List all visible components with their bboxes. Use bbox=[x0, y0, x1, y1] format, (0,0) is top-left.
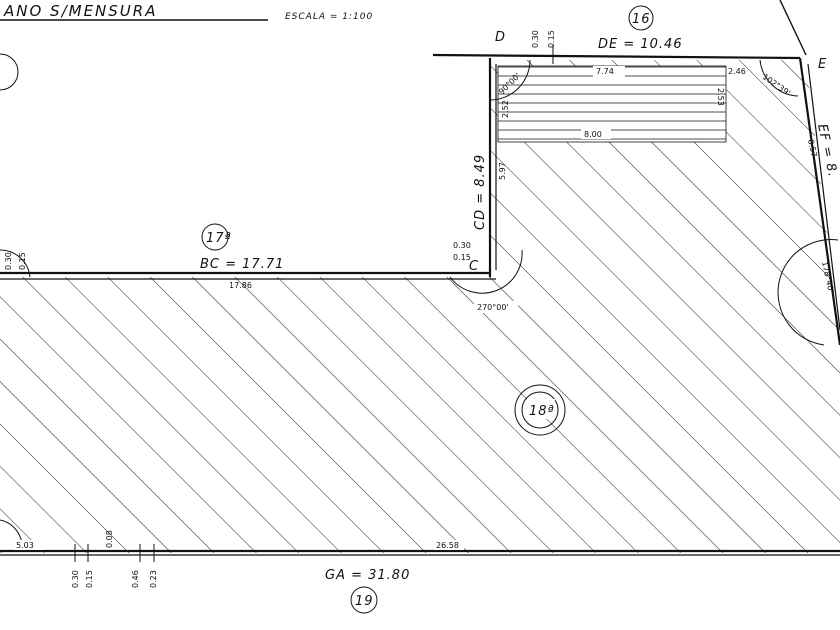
lot-18-inner-circle bbox=[521, 391, 559, 429]
vertex-e: E bbox=[818, 57, 827, 72]
lot-19-circle bbox=[350, 586, 378, 614]
lot-18-outer-circle bbox=[514, 384, 566, 436]
svg-text:8.00: 8.00 bbox=[584, 130, 602, 139]
dimension-labels: 0.30 0.15 7.74 2.46 8.00 2.52 2.53 5.97 … bbox=[4, 30, 819, 588]
plan-title: ANO S/MENSURA bbox=[3, 2, 157, 20]
svg-text:0.30: 0.30 bbox=[531, 30, 540, 48]
svg-text:8.57: 8.57 bbox=[806, 139, 819, 158]
segment-bc: BC = 17.71 bbox=[200, 257, 284, 272]
svg-text:0.30: 0.30 bbox=[453, 241, 471, 250]
svg-text:5.03: 5.03 bbox=[16, 541, 34, 550]
vertex-c: C bbox=[469, 259, 479, 274]
scale-label: ESCALA = 1:100 bbox=[285, 12, 373, 22]
tick-marks bbox=[74, 45, 554, 562]
vertex-d: D bbox=[495, 30, 506, 45]
lot-18-area bbox=[0, 60, 840, 553]
svg-text:0.23: 0.23 bbox=[149, 570, 158, 588]
svg-text:2.53: 2.53 bbox=[716, 88, 725, 106]
svg-text:17.86: 17.86 bbox=[229, 281, 252, 290]
lot-16-number: 16 bbox=[632, 12, 651, 27]
lot-17-number: 17ª bbox=[206, 231, 232, 246]
svg-text:0.15: 0.15 bbox=[85, 570, 94, 588]
lot-19-number: 19 bbox=[355, 594, 374, 609]
svg-text:0.15: 0.15 bbox=[547, 30, 556, 48]
svg-text:26.58: 26.58 bbox=[436, 541, 459, 550]
svg-text:270°00': 270°00' bbox=[477, 303, 509, 312]
svg-text:0.46: 0.46 bbox=[131, 570, 140, 588]
svg-text:0.15: 0.15 bbox=[18, 252, 27, 270]
lot-16-circle bbox=[628, 5, 654, 31]
lot-17-circle bbox=[201, 223, 229, 251]
svg-text:0.08: 0.08 bbox=[105, 530, 114, 548]
left-partial-circle bbox=[0, 53, 19, 91]
svg-text:0.30: 0.30 bbox=[4, 252, 13, 270]
lot-18-number: 18ª bbox=[529, 404, 555, 419]
svg-text:5.97: 5.97 bbox=[498, 162, 507, 180]
segment-de: DE = 10.46 bbox=[598, 37, 683, 52]
svg-text:0.30: 0.30 bbox=[71, 570, 80, 588]
segment-cd: CD = 8.49 bbox=[473, 154, 488, 230]
svg-text:7.74: 7.74 bbox=[596, 67, 614, 76]
svg-text:2.46: 2.46 bbox=[728, 67, 746, 76]
svg-text:2.52: 2.52 bbox=[501, 100, 510, 118]
segment-ga: GA = 31.80 bbox=[325, 568, 410, 583]
svg-text:0.15: 0.15 bbox=[453, 253, 471, 262]
